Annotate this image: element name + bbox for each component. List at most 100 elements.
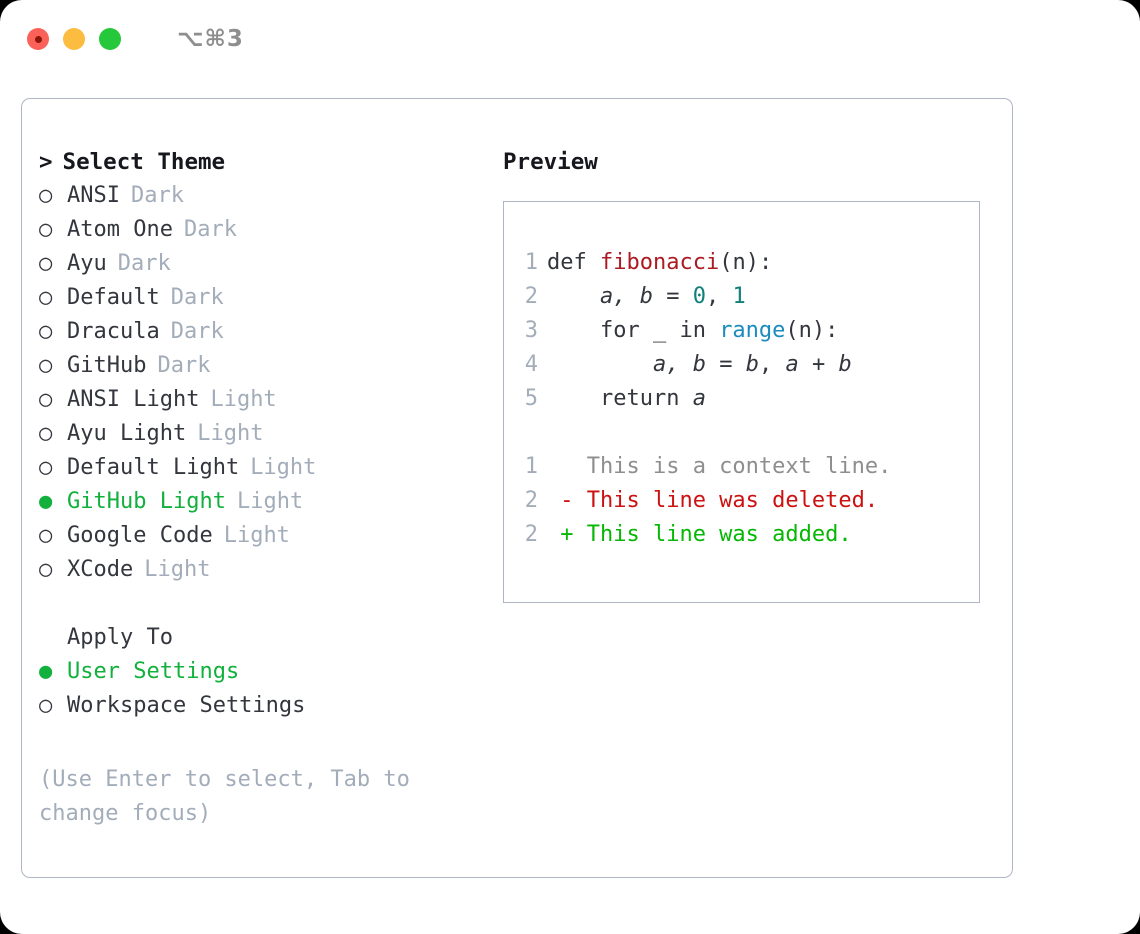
- theme-list-item-label: Atom One: [67, 217, 173, 242]
- code-token-var: b: [745, 352, 759, 377]
- hint-spacer: [39, 723, 499, 757]
- radio-unselected-icon[interactable]: ○: [39, 693, 53, 718]
- code-token-var: b: [838, 352, 852, 377]
- theme-variant-badge: Light: [197, 421, 264, 446]
- code-line: 3 for _ in range(n):: [504, 314, 979, 348]
- theme-list-item[interactable]: ○ Google Code Light: [39, 519, 499, 553]
- code-token-num: 0: [692, 284, 706, 309]
- theme-list-item-label: Ayu Light: [67, 421, 187, 446]
- theme-list-item-label: ANSI Light: [67, 387, 200, 412]
- radio-unselected-icon[interactable]: ○: [39, 217, 53, 242]
- code-line-text: def fibonacci(n):: [547, 246, 772, 280]
- theme-variant-badge: Light: [210, 387, 277, 412]
- minimize-button[interactable]: [63, 28, 85, 50]
- code-line-text: return a: [547, 382, 706, 416]
- theme-list-item[interactable]: ○ Dracula Dark: [39, 315, 499, 349]
- apply-to-option-label: Workspace Settings: [67, 693, 306, 718]
- theme-variant-badge: Light: [223, 523, 290, 548]
- theme-list-item-label: Ayu: [67, 251, 107, 276]
- theme-variant-badge: Dark: [183, 217, 237, 242]
- theme-list-item-label: ANSI: [67, 183, 120, 208]
- theme-list-item[interactable]: ● GitHub Light Light: [39, 485, 499, 519]
- theme-picker-heading: >Select Theme: [39, 145, 499, 179]
- apply-to-heading: Apply To: [67, 625, 173, 650]
- radio-selected-icon[interactable]: ●: [39, 659, 53, 684]
- radio-unselected-icon[interactable]: ○: [39, 251, 53, 276]
- code-token-builtin: range: [719, 318, 786, 343]
- theme-list-item[interactable]: ○ Atom One Dark: [39, 213, 499, 247]
- code-line: 1 def fibonacci(n):: [504, 246, 979, 280]
- line-number: 2: [524, 488, 538, 513]
- diff-sample: 1 This is a context line. 2 - This line w…: [504, 450, 979, 552]
- radio-selected-icon[interactable]: ●: [39, 489, 53, 514]
- radio-unselected-icon[interactable]: ○: [39, 319, 53, 344]
- diff-line-text: - This line was deleted.: [547, 488, 879, 513]
- radio-unselected-icon[interactable]: ○: [39, 455, 53, 480]
- theme-list-item-label: XCode: [67, 557, 134, 582]
- code-line-text: for _ in range(n):: [547, 314, 838, 348]
- line-number: 1: [524, 250, 538, 275]
- theme-list-item-label: Google Code: [67, 523, 213, 548]
- theme-list-item-label: Default Light: [67, 455, 240, 480]
- code-token-var: a, b: [599, 284, 653, 309]
- code-token-kw: def: [547, 250, 600, 275]
- code-line: 5 return a: [504, 382, 979, 416]
- radio-unselected-icon[interactable]: ○: [39, 387, 53, 412]
- theme-list-item-label: Default: [67, 285, 160, 310]
- apply-to-option[interactable]: ● User Settings: [39, 655, 499, 689]
- line-number: 5: [524, 386, 538, 411]
- preview-title: Preview: [503, 149, 598, 175]
- code-diff-separator: [504, 416, 979, 450]
- theme-variant-badge: Light: [236, 489, 304, 514]
- code-token-num: 1: [732, 284, 746, 309]
- theme-variant-badge: Light: [144, 557, 211, 582]
- code-token-var: a: [692, 386, 706, 411]
- radio-unselected-icon[interactable]: ○: [39, 353, 53, 378]
- keyboard-hint: (Use Enter to select, Tab to change focu…: [39, 767, 410, 826]
- theme-list-item-label: Dracula: [67, 319, 160, 344]
- page-title: Select Theme: [62, 149, 226, 175]
- line-number: 1: [524, 454, 538, 479]
- code-line-text: a, b = 0, 1: [547, 280, 746, 314]
- code-token-kw: return: [547, 386, 693, 411]
- code-token-punct: [547, 284, 600, 309]
- code-line: 2 a, b = 0, 1: [504, 280, 979, 314]
- traffic-lights: [27, 28, 121, 50]
- radio-unselected-icon[interactable]: ○: [39, 183, 53, 208]
- code-token-punct: ,: [758, 352, 786, 377]
- apply-to-option-label: User Settings: [67, 659, 240, 684]
- theme-list-item-label: GitHub Light: [67, 489, 226, 514]
- theme-variant-badge: Dark: [157, 353, 211, 378]
- apply-to-option[interactable]: ○ Workspace Settings: [39, 689, 499, 723]
- theme-list-item[interactable]: ○ ANSI Light Light: [39, 383, 499, 417]
- maximize-button[interactable]: [99, 28, 121, 50]
- diff-line-text: This is a context line.: [547, 454, 892, 479]
- list-spacer: [39, 587, 499, 621]
- line-number: 3: [524, 318, 538, 343]
- radio-unselected-icon[interactable]: ○: [39, 557, 53, 582]
- code-token-punct: +: [798, 352, 839, 377]
- code-token-punct: (n):: [785, 318, 839, 343]
- theme-list-item[interactable]: ○ ANSI Dark: [39, 179, 499, 213]
- theme-variant-badge: Dark: [130, 183, 184, 208]
- close-button[interactable]: [27, 28, 49, 50]
- theme-list-item[interactable]: ○ Ayu Light Light: [39, 417, 499, 451]
- code-token-fn: fibonacci: [599, 250, 720, 275]
- code-token-punct: =: [652, 284, 693, 309]
- radio-unselected-icon[interactable]: ○: [39, 523, 53, 548]
- code-token-var: a: [785, 352, 799, 377]
- theme-variant-badge: Dark: [170, 319, 224, 344]
- line-number: 2: [524, 522, 538, 547]
- radio-unselected-icon[interactable]: ○: [39, 421, 53, 446]
- theme-list-item[interactable]: ○ XCode Light: [39, 553, 499, 587]
- diff-line: 1 This is a context line.: [504, 450, 979, 484]
- radio-unselected-icon[interactable]: ○: [39, 285, 53, 310]
